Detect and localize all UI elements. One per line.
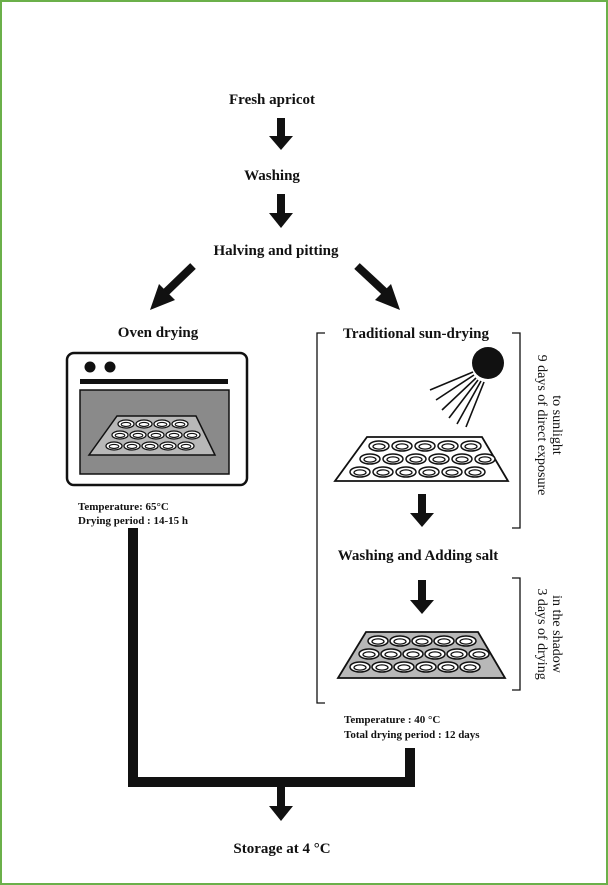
arrow-to-oven-drying — [150, 263, 196, 310]
step-fresh-apricot: Fresh apricot — [229, 92, 315, 108]
shadow-note-line1: 3 days of drying — [534, 588, 549, 679]
oven-knob-icon — [84, 361, 96, 373]
step-washing: Washing — [244, 168, 300, 184]
shadow-drying-tray — [336, 631, 507, 679]
sun-total-period: Total drying period : 12 days — [344, 729, 480, 741]
left-process-bracket — [316, 332, 325, 704]
shadow-note-line2: in the shadow — [549, 595, 564, 674]
step-washing-salt: Washing and Adding salt — [338, 548, 499, 564]
sun-drying-tray — [333, 436, 510, 482]
merge-connector — [128, 528, 415, 821]
oven-drying-period: Drying period : 14-15 h — [78, 515, 188, 527]
arrow-sun-to-washing-salt — [410, 494, 434, 527]
oven-temperature: Temperature: 65°C — [78, 501, 169, 513]
arrow-fresh-to-washing — [269, 118, 293, 150]
arrow-washing-to-halving — [269, 194, 293, 228]
step-storage: Storage at 4 °C — [233, 841, 330, 857]
sun-icon — [429, 347, 504, 428]
oven-knob-icon — [104, 361, 116, 373]
step-sun-drying: Traditional sun-drying — [343, 326, 490, 342]
arrow-salt-to-shadow — [410, 580, 434, 614]
sun-temperature: Temperature : 40 °C — [344, 714, 440, 726]
oven-illustration — [65, 351, 249, 487]
sun-period-bracket — [512, 332, 521, 529]
step-oven-drying: Oven drying — [118, 325, 199, 341]
sun-note-line2: to sunlight — [549, 395, 564, 455]
step-halving-pitting: Halving and pitting — [213, 243, 339, 259]
sun-exposure-note: 9 days of direct exposure to sunlight — [534, 355, 564, 496]
arrow-to-storage — [269, 806, 293, 821]
sun-note-line1: 9 days of direct exposure — [534, 355, 549, 496]
arrow-to-sun-drying — [354, 263, 400, 310]
shadow-period-bracket — [512, 577, 521, 691]
shadow-drying-note: 3 days of drying in the shadow — [534, 588, 564, 679]
